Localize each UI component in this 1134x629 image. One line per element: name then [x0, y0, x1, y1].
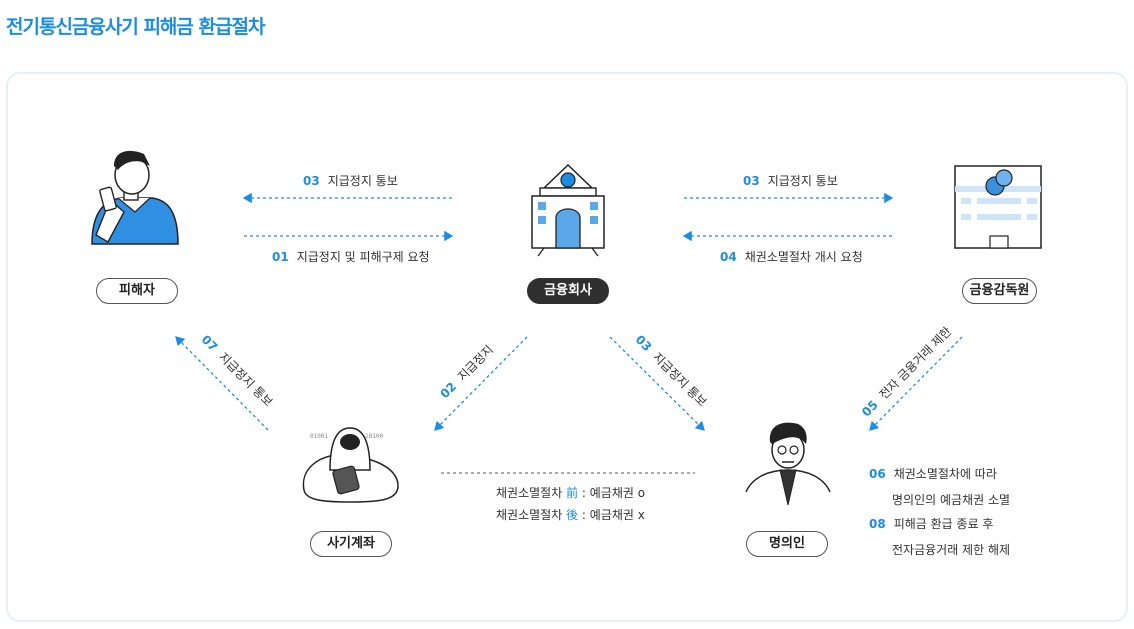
arrow-03-to-holder [609, 336, 705, 431]
bank-building-icon [531, 163, 605, 257]
arrow-02-to-fraud [434, 336, 528, 431]
victim-person-icon [91, 150, 179, 245]
claim-after-note: 채권소멸절차 後 : 예금채권 x [496, 508, 645, 522]
businessman-icon [745, 422, 831, 506]
arrow-07-to-victim [175, 336, 269, 431]
node-holder: 명의인 [746, 531, 828, 557]
node-victim: 피해자 [96, 278, 178, 304]
node-fss: 금융감독원 [962, 278, 1037, 304]
claim-before-note: 채권소멸절차 前 : 예금채권 o [496, 486, 646, 500]
node-fraud-account: 사기계좌 [310, 531, 392, 557]
hacker-icon: 01001 10100 [302, 427, 399, 503]
arrow-05-to-holder [869, 336, 963, 431]
node-bank: 금융회사 [527, 278, 609, 304]
svg-text:10100: 10100 [365, 433, 383, 440]
diagram-panel [6, 72, 1128, 622]
fss-building-icon [954, 165, 1042, 249]
page-title: 전기통신금융사기 피해금 환급절차 [6, 16, 265, 38]
svg-text:01001: 01001 [310, 433, 328, 440]
